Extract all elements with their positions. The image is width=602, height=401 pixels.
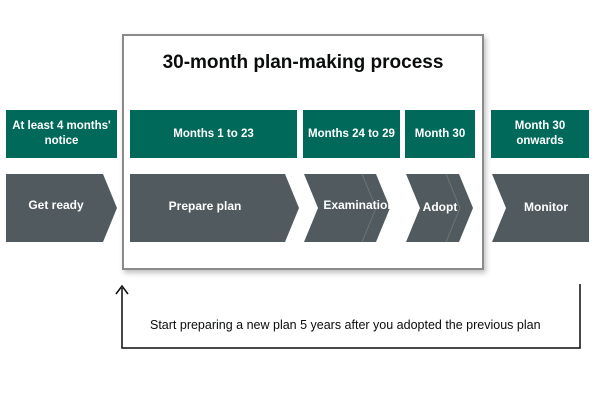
diagram-title: 30-month plan-making process <box>162 52 444 73</box>
adopt-chevron <box>406 174 473 242</box>
header-month-30: Month 30 <box>405 110 475 158</box>
stage-adopt: Adopt <box>422 200 458 214</box>
header-month-30-onwards: Month 30 onwards <box>491 110 589 158</box>
stage-examination: Examination <box>323 198 395 212</box>
prepare-plan-chevron <box>130 174 299 242</box>
loop-arrow-icon <box>121 284 581 349</box>
monitor-chevron <box>492 174 589 242</box>
loop-arrow-head <box>115 284 129 295</box>
stage-monitor: Monitor <box>524 200 568 214</box>
header-notice: At least 4 months' notice <box>6 110 117 158</box>
adopt-inner-line <box>445 173 461 243</box>
header-months-1-23: Months 1 to 23 <box>130 110 297 158</box>
examination-inner-line <box>361 173 377 243</box>
loop-text: Start preparing a new plan 5 years after… <box>150 318 541 332</box>
stage-get-ready: Get ready <box>28 198 84 212</box>
get-ready-chevron <box>6 174 117 242</box>
stage-prepare-plan: Prepare plan <box>168 199 242 213</box>
header-months-24-29: Months 24 to 29 <box>303 110 400 158</box>
